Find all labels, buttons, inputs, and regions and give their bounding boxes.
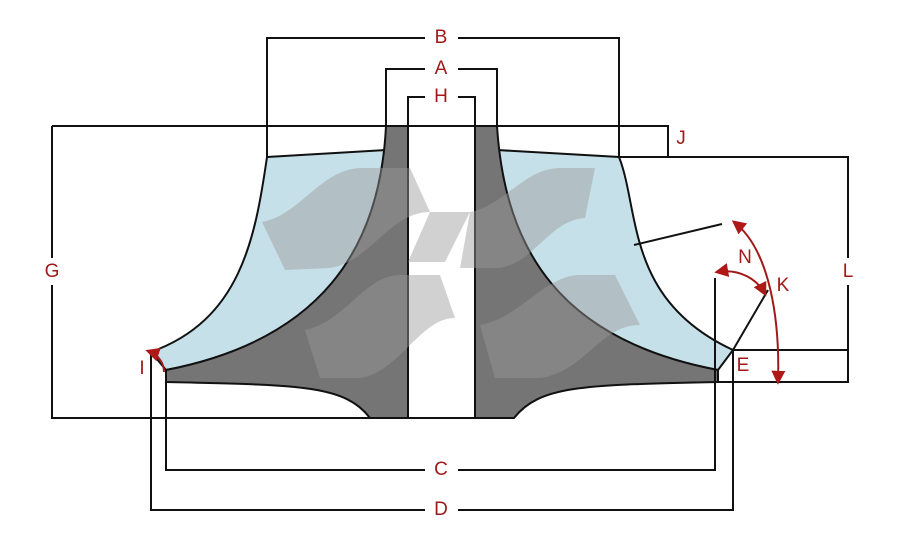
label-i: I (139, 358, 144, 379)
dim-c-line-left (165, 382, 425, 471)
dim-d-line-right (458, 350, 734, 511)
label-d: D (434, 499, 448, 520)
dim-d-line-left (150, 352, 425, 511)
label-c: C (434, 459, 448, 480)
hub-left (165, 125, 409, 419)
dim-a-line-left (385, 68, 425, 126)
label-g: G (45, 261, 60, 282)
dim-angle-lower-line (732, 289, 769, 351)
label-e: E (737, 355, 750, 376)
label-b: B (435, 27, 448, 48)
dim-l-line-upper (619, 156, 849, 258)
watermark-logo (262, 168, 640, 378)
label-h: H (434, 86, 448, 107)
arc-n (714, 263, 767, 297)
dim-b-line-right (458, 37, 620, 157)
hub-right (474, 125, 719, 419)
dim-g-line-lower (51, 285, 370, 419)
label-l: L (843, 261, 854, 282)
label-n: N (738, 247, 752, 268)
dim-angle-upper-line (633, 223, 723, 246)
label-k: K (777, 275, 790, 296)
dim-a-line-right (458, 68, 498, 126)
label-a: A (435, 58, 448, 79)
label-j: J (676, 128, 686, 149)
dim-c-line-right (458, 278, 716, 471)
bore (407, 125, 476, 419)
dim-b-line-left (266, 37, 425, 157)
arc-k (731, 220, 786, 385)
dim-h-line-left (407, 96, 425, 126)
arc-i (145, 347, 165, 373)
dim-h-line-right (458, 96, 476, 126)
